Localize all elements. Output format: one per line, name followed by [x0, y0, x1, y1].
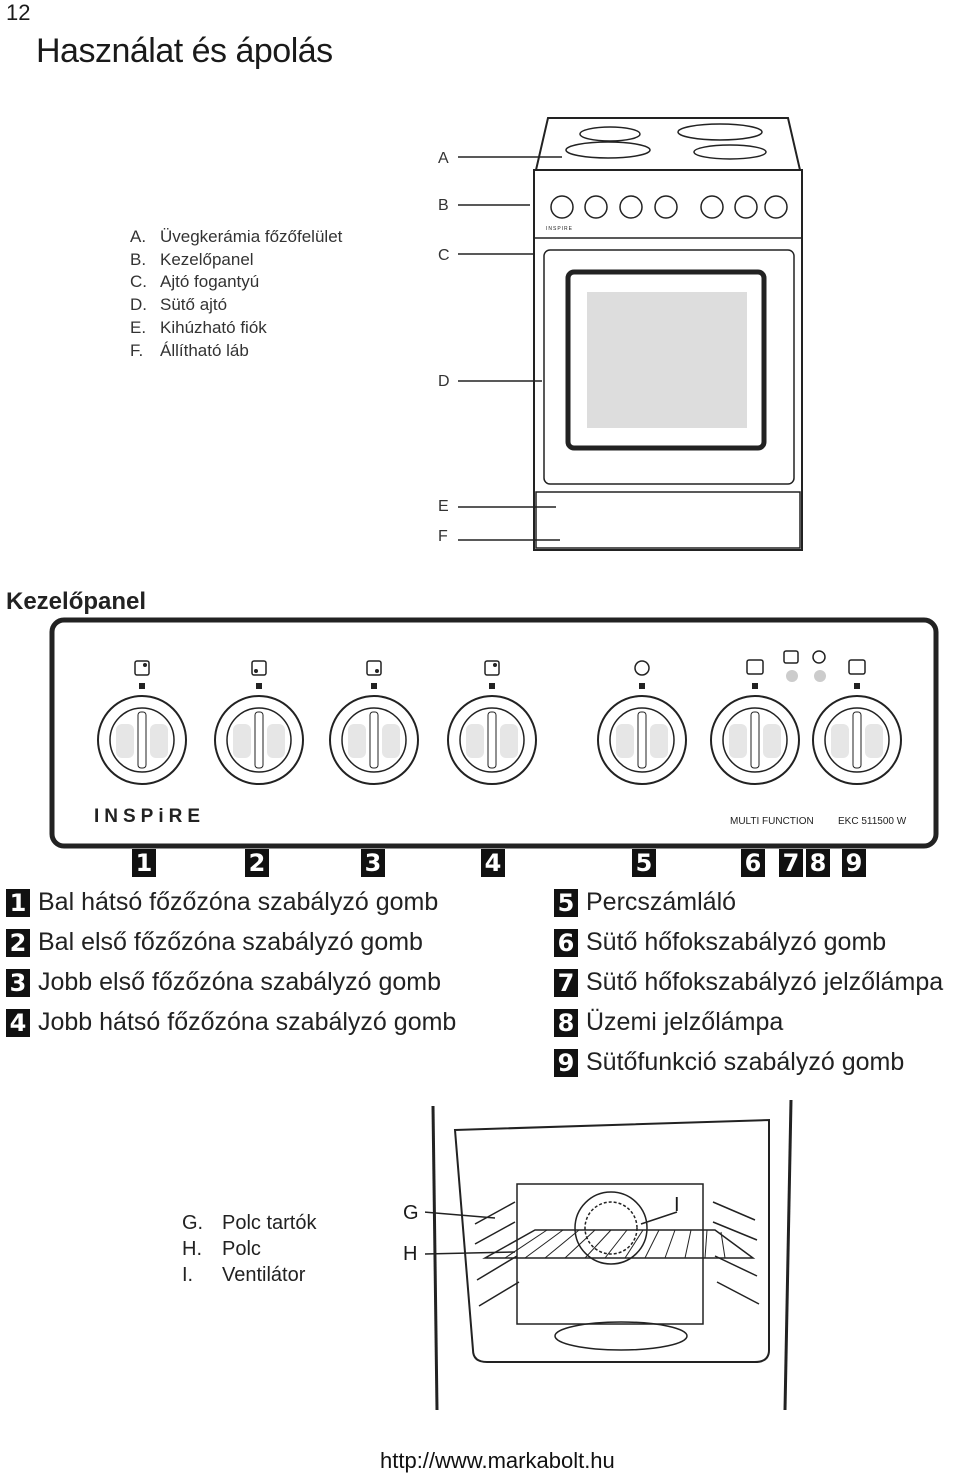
callout-c: C — [438, 247, 450, 264]
callout-e: E — [438, 498, 449, 515]
fan-icon — [574, 1191, 648, 1265]
oven-cavity — [453, 1118, 770, 1363]
part-item-e: E.Kihúzható fiók — [130, 317, 267, 337]
power-icon — [812, 650, 826, 664]
oven-door — [543, 249, 795, 485]
callout-a: A — [438, 150, 449, 167]
mini-knob — [734, 195, 758, 219]
callout-b: B — [438, 197, 449, 214]
drawer — [535, 491, 801, 549]
knob-3 — [329, 695, 419, 785]
part-item-d: D.Sütő ajtó — [130, 295, 228, 315]
hob-ring — [565, 141, 651, 159]
knob-9 — [812, 695, 902, 785]
oven-part-g: G.Polc tartók — [182, 1212, 317, 1234]
oven-window-glass — [587, 292, 747, 428]
panel-number-5: 5 — [632, 849, 656, 877]
panel-brand: INSPiRE — [94, 806, 205, 827]
temp-lamp-icon — [783, 650, 799, 664]
knob-6 — [710, 695, 800, 785]
indicator-lamp-8 — [814, 670, 826, 682]
panel-number-2: 2 — [245, 849, 269, 877]
oven-temp-icon — [746, 659, 764, 675]
part-item-f: F.Állítható láb — [130, 340, 249, 360]
oven-parts-list: G.Polc tartók H.Polc I.Ventilátor — [182, 1210, 316, 1288]
mini-knob — [654, 195, 678, 219]
part-item-b: B.Kezelőpanel — [130, 249, 254, 269]
panel-number-9: 9 — [842, 849, 866, 877]
oven-part-i: I.Ventilátor — [182, 1264, 306, 1286]
callout-d: D — [438, 373, 450, 390]
knob-4 — [447, 695, 537, 785]
mini-knob — [700, 195, 724, 219]
shelf-supports-left — [474, 1201, 520, 1307]
mini-knob — [619, 195, 643, 219]
indicator-lamp-7 — [786, 670, 798, 682]
section-title: Kezelőpanel — [6, 588, 147, 615]
callout-line-i — [640, 1211, 678, 1225]
stove-body — [533, 169, 803, 551]
oven-callout-i: I — [674, 1194, 680, 1216]
panel-number-7: 7 — [779, 849, 803, 877]
zone-symbol-icon — [134, 660, 150, 676]
mini-knob — [764, 195, 788, 219]
stove-illustration: INSPIRE — [458, 117, 803, 551]
page-title: Használat és ápolás — [36, 32, 333, 70]
knob-5 — [597, 695, 687, 785]
zone-symbol-icon — [366, 660, 382, 676]
knob-2 — [214, 695, 304, 785]
oven-part-h: H.Polc — [182, 1238, 261, 1260]
oven-interior-illustration — [425, 1100, 793, 1411]
control-panel-illustration: INSPiRE MULTI FUNCTION EKC 511500 W — [49, 617, 939, 849]
hob-ring — [579, 126, 641, 142]
hob-ring — [677, 123, 763, 141]
oven-back-wall — [516, 1183, 704, 1325]
callout-line-h — [425, 1251, 516, 1255]
footer-url[interactable]: http://www.markabolt.hu — [380, 1448, 615, 1473]
function-icon — [848, 659, 866, 675]
part-item-a: A.Üvegkerámia főzőfelület — [130, 227, 343, 246]
part-item-c: C.Ajtó fogantyú — [130, 272, 260, 292]
parts-list: A.Üvegkerámia főzőfelület B.Kezelőpanel … — [130, 226, 342, 362]
oven-window — [565, 269, 767, 451]
panel-model: EKC 511500 W — [838, 816, 907, 827]
hob-ring — [693, 144, 767, 160]
clock-icon — [634, 660, 650, 676]
zone-symbol-icon — [251, 660, 267, 676]
panel-function-label: MULTI FUNCTION — [730, 816, 814, 827]
panel-number-3: 3 — [361, 849, 385, 877]
shelf-supports-right — [712, 1201, 760, 1305]
panel-number-1: 1 — [132, 849, 156, 877]
oven-callout-g: G — [403, 1202, 419, 1224]
cooktop — [534, 117, 802, 171]
callout-f: F — [438, 528, 448, 545]
callout-line-g — [425, 1211, 496, 1219]
mini-knob — [584, 195, 608, 219]
oven-shelf — [482, 1229, 756, 1259]
oven-callout-h: H — [403, 1243, 418, 1265]
mini-knob — [550, 195, 574, 219]
oven-bottom-element — [554, 1321, 688, 1351]
panel-number-8: 8 — [806, 849, 830, 877]
page-number: 12 — [6, 0, 31, 25]
mini-brand: INSPIRE — [546, 226, 573, 232]
knob-1 — [97, 695, 187, 785]
zone-symbol-icon — [484, 660, 500, 676]
panel-number-6: 6 — [741, 849, 765, 877]
panel-number-4: 4 — [481, 849, 505, 877]
